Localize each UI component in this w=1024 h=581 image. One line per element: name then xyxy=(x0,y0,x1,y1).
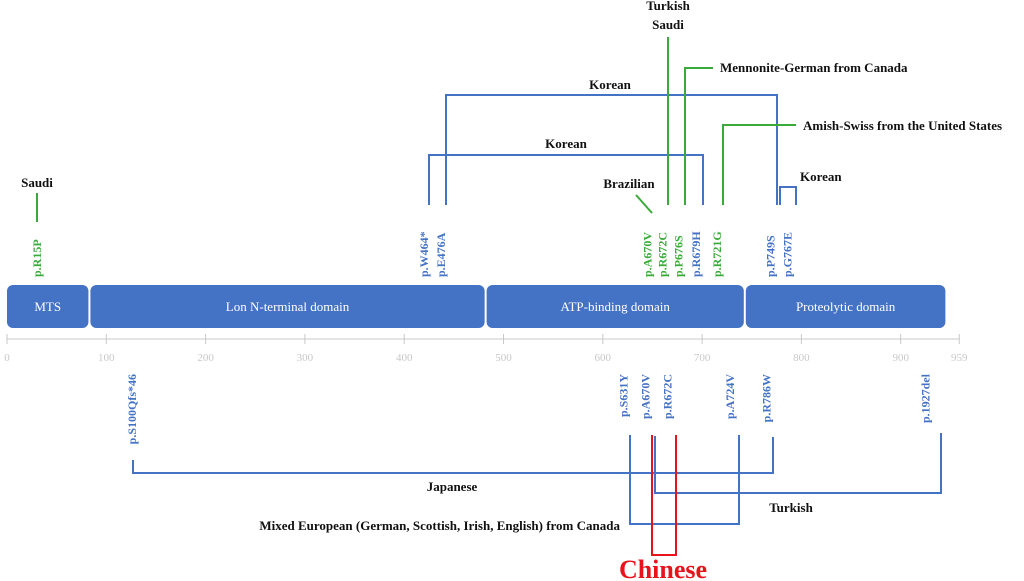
top-mutation-1: p.W464* xyxy=(417,231,431,277)
top-mutation-7: p.R721G xyxy=(710,231,724,277)
population-turkish-top: Turkish xyxy=(646,0,690,13)
top-mutation-3: p.A670V xyxy=(640,232,654,277)
axis-tick-label-2: 200 xyxy=(197,352,214,364)
bottom-mutation-1: p.S631Y xyxy=(617,374,631,417)
population-saudi-top: Saudi xyxy=(652,17,684,32)
population-mennonite: Mennonite-German from Canada xyxy=(720,60,908,75)
residue-axis: 0 100 200 300 400 500 600 700 800 900 959 xyxy=(4,334,968,364)
population-amish: Amish-Swiss from the United States xyxy=(803,118,1002,133)
population-saudi-r15p: Saudi xyxy=(21,175,53,190)
domain-box-0 xyxy=(7,285,89,328)
connector-brazilian xyxy=(635,194,653,214)
axis-tick-label-0: 0 xyxy=(4,352,10,364)
axis-tick-label-3: 300 xyxy=(297,352,314,364)
bottom-mutation-3: p.R672C xyxy=(660,374,674,419)
domain-label-1: Lon N-terminal domain xyxy=(226,299,350,314)
domain-label-3: Proteolytic domain xyxy=(796,299,896,314)
axis-tick-label-5: 500 xyxy=(495,352,512,364)
population-labels: Saudi Korean Korean Korean Brazilian Tur… xyxy=(21,0,1002,581)
population-mixed-european: Mixed European (German, Scottish, Irish,… xyxy=(259,518,620,533)
connector-chinese xyxy=(651,435,677,556)
top-mutation-6: p.R679H xyxy=(689,231,703,277)
population-korean-2: Korean xyxy=(589,77,631,92)
bottom-mutation-2: p.A670V xyxy=(638,374,652,419)
connector-korean-w464-p749s xyxy=(428,154,704,205)
axis-tick-label-9: 900 xyxy=(892,352,909,364)
population-chinese: Chinese xyxy=(619,555,707,581)
bottom-mutation-0: p.S100Qfs*46 xyxy=(125,374,139,444)
axis-tick-label-1: 100 xyxy=(98,352,115,364)
connector-korean-g767e xyxy=(779,186,797,205)
connector-mennonite xyxy=(684,67,713,205)
protein-domains: MTS Lon N-terminal domain ATP-binding doma… xyxy=(7,285,946,328)
top-mutation-4: p.R672C xyxy=(655,232,669,277)
connector-japanese xyxy=(132,437,774,474)
bottom-mutation-5: p.R786W xyxy=(760,374,774,422)
population-brazilian: Brazilian xyxy=(603,176,655,191)
population-japanese: Japanese xyxy=(427,479,478,494)
population-korean-1: Korean xyxy=(545,136,587,151)
domain-label-2: ATP-binding domain xyxy=(561,299,671,314)
axis-tick-label-4: 400 xyxy=(396,352,413,364)
domain-label-0: MTS xyxy=(34,299,61,314)
connector-amish xyxy=(722,124,796,205)
axis-tick-label-10: 959 xyxy=(951,352,968,364)
top-mutation-8: p.P749S xyxy=(764,235,778,277)
domain-box-1 xyxy=(90,285,485,328)
connector-korean-e476a-r679h xyxy=(445,94,778,205)
domain-box-3 xyxy=(745,285,946,328)
bottom-mutations: p.S100Qfs*46 p.S631Y p.A670V p.R672C p.A724V… xyxy=(125,373,932,444)
top-mutation-9: p.G767E xyxy=(780,232,794,277)
top-mutation-5: p.P676S xyxy=(671,235,685,277)
axis-tick-label-6: 600 xyxy=(595,352,612,364)
population-turkish-bottom: Turkish xyxy=(769,500,813,515)
top-mutation-2: p.E476A xyxy=(434,232,448,277)
domain-box-2 xyxy=(486,285,744,328)
connector-lines xyxy=(36,37,942,556)
population-korean-3: Korean xyxy=(800,169,842,184)
bottom-mutation-6: p.1927del xyxy=(919,373,933,423)
top-mutation-0: p.R15P xyxy=(30,239,44,277)
bottom-mutation-4: p.A724V xyxy=(723,374,737,419)
connector-mixed-european xyxy=(629,435,740,525)
axis-tick-label-8: 800 xyxy=(793,352,810,364)
axis-tick-label-7: 700 xyxy=(694,352,711,364)
connector-turkish-bottom xyxy=(654,433,942,494)
